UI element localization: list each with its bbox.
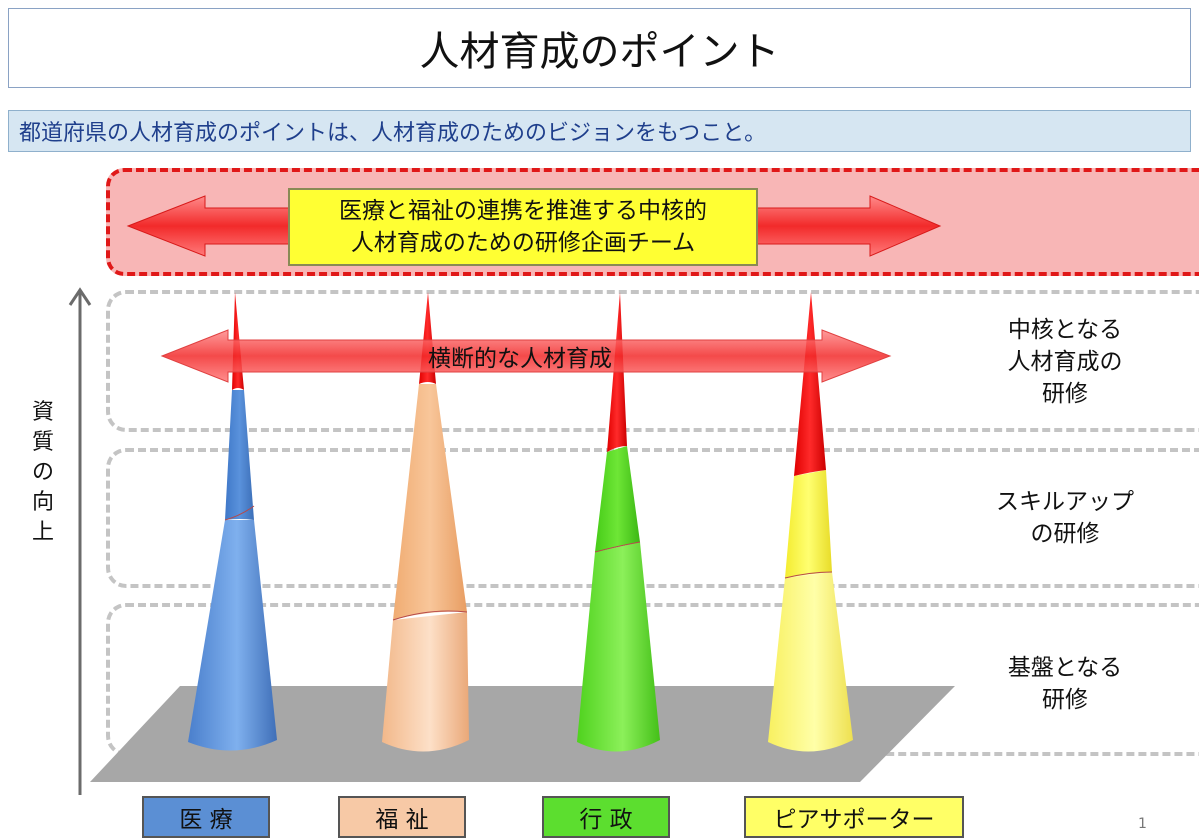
planning-team-line2: 人材育成のための研修企画チーム [350,230,696,256]
legend-iryo: 医 療 [142,796,270,838]
page-number: 1 [1138,816,1147,832]
level-zone-skillup [106,448,1199,588]
level-label-line: 中核となる [1007,317,1123,343]
page-title: 人材育成のポイント [8,8,1191,88]
cone-peer [768,292,853,752]
y-axis-char: 質 [31,430,54,455]
level-label-line: 研修 [1042,381,1088,407]
level-label-line: 人材育成の [1007,349,1123,375]
y-axis-char: 資 [31,400,54,425]
level-label-line: 基盤となる [1007,655,1123,681]
level-label-core: 中核となる 人材育成の 研修 [965,314,1165,410]
level-label-skillup: スキルアップ の研修 [965,486,1165,550]
legend-peer-supporter: ピアサポーター [744,796,964,838]
y-axis-char: 向 [31,490,54,515]
cross-double-arrow [160,329,892,383]
level-label-line: 研修 [1042,687,1088,713]
y-axis-char: 上 [31,520,54,545]
level-zone-core [106,290,1199,432]
cone-gyosei [577,292,660,752]
level-label-basic: 基盤となる 研修 [965,652,1165,716]
floor-plane [90,686,955,782]
level-label-line: の研修 [1030,521,1100,547]
subtitle-banner: 都道府県の人材育成のポイントは、人材育成のためのビジョンをもつこと。 [8,110,1191,152]
planning-team-line1: 医療と福祉の連携を推進する中核的 [339,198,707,224]
level-label-line: スキルアップ [996,489,1134,515]
y-axis-arrowhead [68,287,92,306]
y-axis-char: の [31,460,54,485]
cross-training-label: 横断的な人材育成 [428,346,612,372]
planning-team-label: 医療と福祉の連携を推進する中核的 人材育成のための研修企画チーム [288,188,758,266]
y-axis-label: 資 質 の 向 上 [28,398,58,548]
legend-fukushi: 福 祉 [338,796,466,838]
legend-gyosei: 行 政 [542,796,670,838]
